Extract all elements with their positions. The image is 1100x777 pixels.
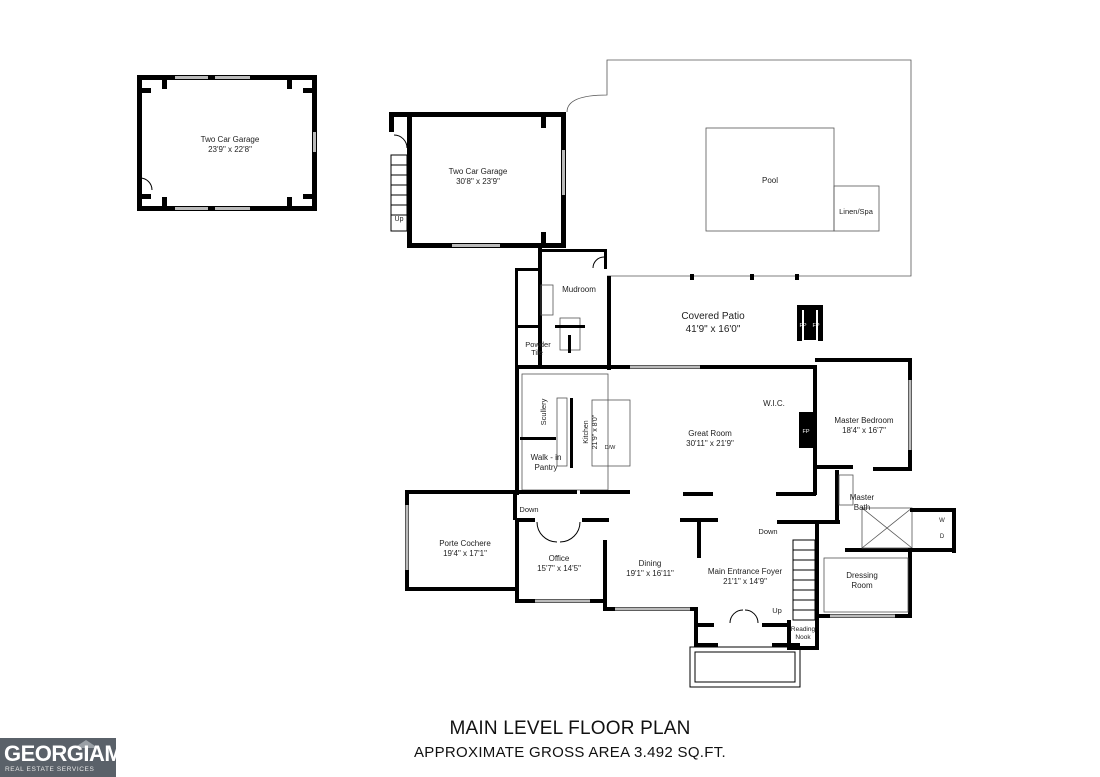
dining-dims: 19'1" x 16'11" xyxy=(626,569,674,578)
porte-down-label: Down xyxy=(519,505,538,514)
roof-icon xyxy=(74,740,98,748)
attached-garage-dims: 30'8" x 23'9" xyxy=(456,177,500,186)
foyer-dims: 21'1" x 14'9" xyxy=(723,577,767,586)
detached-garage-name: Two Car Garage xyxy=(201,135,260,144)
dishwasher-label: D/W xyxy=(605,445,617,451)
logo-tagline: REAL ESTATE SERVICES xyxy=(5,766,95,773)
mudroom-label: Mudroom xyxy=(562,285,596,294)
great-room-dims: 30'11" x 21'9" xyxy=(686,439,734,448)
plan-title: MAIN LEVEL FLOOR PLAN xyxy=(449,718,691,739)
attached-garage-name: Two Car Garage xyxy=(449,167,508,176)
dressing-room-line2: Room xyxy=(851,581,873,590)
master-bath-line1: Master xyxy=(850,493,875,502)
linen-spa-label: Linen/Spa xyxy=(839,207,874,216)
powder-label: Powder xyxy=(525,340,551,349)
patio-fireplace-a: FP xyxy=(799,323,806,329)
dressing-room-line1: Dressing xyxy=(846,571,878,580)
main-house-walls xyxy=(405,248,956,688)
great-room-fireplace: FP xyxy=(802,429,809,435)
foyer-up-label: Up xyxy=(772,606,782,615)
dining-name: Dining xyxy=(639,559,662,568)
walk-in-pantry-line2: Pantry xyxy=(534,463,557,472)
wic-label: W.I.C. xyxy=(763,399,785,408)
garage-stair-label: Up xyxy=(395,216,404,223)
porte-cochere-dims: 19'4" x 17'1" xyxy=(443,549,487,558)
master-bedroom-name: Master Bedroom xyxy=(834,416,893,425)
foyer-down-label: Down xyxy=(758,527,777,536)
covered-patio-dims: 41'9" x 16'0" xyxy=(686,324,741,335)
office-name: Office xyxy=(549,554,570,563)
plan-area: APPROXIMATE GROSS AREA 3.492 SQ.FT. xyxy=(414,744,726,761)
master-bedroom-dims: 18'4" x 16'7" xyxy=(842,426,886,435)
washer-label: W xyxy=(939,518,945,524)
foyer-name: Main Entrance Foyer xyxy=(708,567,783,576)
kitchen-dims: 21'9" x 8'0" xyxy=(592,414,599,449)
georgia-mls-logo: GEORGIAMLS REAL ESTATE SERVICES xyxy=(0,738,150,777)
porte-cochere-name: Porte Cochere xyxy=(439,539,491,548)
reading-nook-line2: Nook xyxy=(795,634,811,641)
master-bath-line2: Bath xyxy=(854,503,870,512)
reading-nook-line1: Reading xyxy=(791,626,816,633)
patio-fireplace-b: FP xyxy=(812,323,819,329)
tile-label: Tile xyxy=(531,348,543,357)
scullery-label: Scullery xyxy=(539,398,548,425)
covered-patio-name: Covered Patio xyxy=(681,311,745,322)
room-labels: Two Car Garage 23'9" x 22'8" Two Car Gar… xyxy=(201,135,946,641)
detached-garage-walls xyxy=(137,75,317,211)
kitchen-name: Kitchen xyxy=(583,420,590,443)
walk-in-pantry-line1: Walk - in xyxy=(531,453,562,462)
detached-garage-dims: 23'9" x 22'8" xyxy=(208,145,252,154)
logo-brand: GEORGIAMLS xyxy=(4,741,150,766)
dryer-label: D xyxy=(940,534,945,540)
great-room-name: Great Room xyxy=(688,429,732,438)
attached-garage-walls xyxy=(389,112,566,248)
pool-label: Pool xyxy=(762,176,778,185)
pool-area xyxy=(566,59,912,280)
office-dims: 15'7" x 14'5" xyxy=(537,564,581,573)
